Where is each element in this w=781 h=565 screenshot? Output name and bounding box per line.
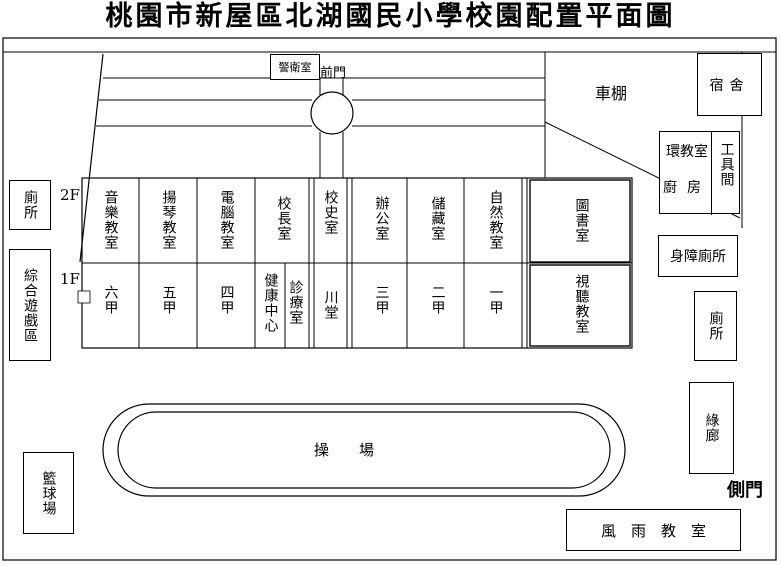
room-4a: 四甲: [218, 285, 235, 315]
track-inner: [117, 411, 611, 489]
floor-2f-label: 2F: [60, 186, 80, 204]
floor-1f-label: 1F: [60, 270, 80, 288]
tool-room-label: 工具間: [718, 142, 735, 187]
room-science: 自然教室: [487, 190, 504, 250]
track-outer: [102, 403, 626, 497]
env-classroom-label: 環教室: [666, 144, 708, 160]
room-3a: 三甲: [373, 285, 390, 315]
room-yangqin: 揚琴教室: [160, 190, 177, 250]
room-computer: 電腦教室: [218, 190, 235, 250]
room-hall: 川堂: [322, 290, 339, 320]
room-library: 圖書室: [573, 198, 590, 243]
room-storage: 儲藏室: [429, 196, 446, 241]
car-shed-label: 車棚: [595, 84, 628, 103]
room-1a: 一甲: [487, 285, 504, 315]
room-clinic: 診療室: [287, 280, 304, 325]
room-office: 辦公室: [373, 196, 390, 241]
room-music: 音樂教室: [102, 190, 119, 250]
rain-classroom: 風 雨 教 室: [566, 509, 741, 551]
toilet-right: 廁所: [694, 291, 737, 361]
dorm: 宿舍: [697, 53, 762, 116]
room-5a: 五甲: [160, 285, 177, 315]
track-label: 操 場: [314, 441, 375, 459]
playground-complex: 綜合遊戲區: [9, 249, 51, 361]
stair-marker: [77, 290, 91, 304]
room-av: 視聽教室: [573, 274, 590, 334]
front-gate-label: 前門: [320, 66, 347, 81]
side-gate-label: 側門: [727, 480, 763, 501]
campus-boundary: [2, 37, 777, 561]
green-corridor: 綠廊: [689, 382, 734, 474]
room-history: 校史室: [322, 190, 339, 235]
roundabout: [310, 91, 354, 135]
toilet-left: 廁所: [9, 180, 51, 230]
room-6a: 六甲: [102, 285, 119, 315]
env-kitchen-block: 環教室 廚房 工具間: [659, 131, 740, 215]
room-principal: 校長室: [275, 196, 292, 241]
guard-room: 警衛室: [270, 54, 320, 80]
west-wall: [79, 53, 104, 263]
accessible-toilet: 身障廁所: [658, 235, 738, 277]
kitchen-label: 廚房: [663, 180, 711, 196]
basketball-court: 籃球場: [23, 452, 74, 534]
room-health: 健康中心: [262, 273, 279, 333]
page-title: 桃園市新屋區北湖國民小學校園配置平面圖: [105, 1, 676, 32]
room-2a: 二甲: [429, 285, 446, 315]
